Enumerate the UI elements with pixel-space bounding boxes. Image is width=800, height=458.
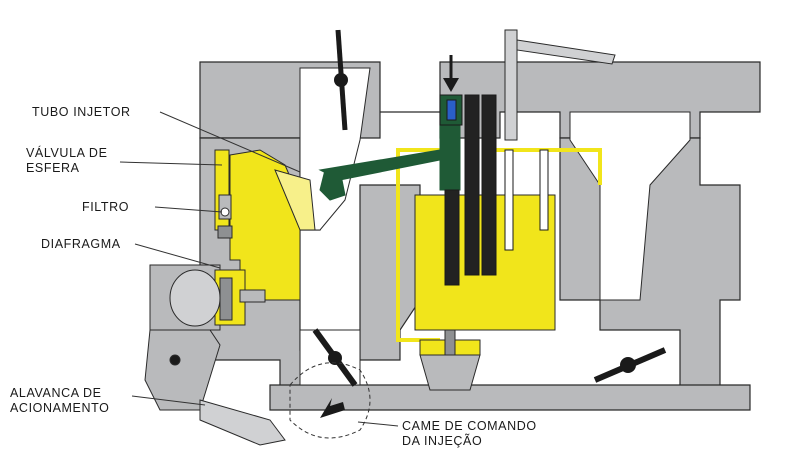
label-filtro: FILTRO — [82, 200, 130, 214]
vent-tube — [504, 29, 616, 141]
label-came-line1: CAME DE COMANDO — [402, 419, 537, 433]
leader-lines — [119, 111, 399, 427]
top-arrow-icon — [443, 55, 459, 92]
actuating-lever — [144, 329, 286, 446]
label-came-de-comando: CAME DE COMANDO DA INJEÇÃO — [402, 419, 537, 449]
label-valvula-line1: VÁLVULA DE — [26, 146, 108, 160]
accelerator-pump — [149, 264, 266, 331]
label-alavanca-line1: ALAVANCA DE — [10, 386, 102, 400]
label-alavanca-line2: ACIONAMENTO — [10, 401, 110, 415]
choke-valve — [334, 29, 348, 131]
injector-tube — [214, 149, 233, 239]
injection-cam — [289, 362, 371, 439]
label-tubo-injetor: TUBO INJETOR — [32, 105, 131, 119]
label-came-line2: DA INJEÇÃO — [402, 434, 483, 448]
label-valvula-de-esfera: VÁLVULA DE ESFERA — [26, 146, 108, 176]
label-alavanca-de-acionamento: ALAVANCA DE ACIONAMENTO — [10, 386, 109, 416]
cam-arrow-icon — [320, 398, 345, 418]
secondary-throttle — [593, 347, 667, 383]
jet-stack — [439, 94, 549, 286]
label-diafragma: DIAFRAGMA — [41, 237, 121, 251]
label-valvula-line2: ESFERA — [26, 161, 80, 175]
power-valve — [419, 329, 481, 391]
primary-throttle — [312, 328, 358, 387]
